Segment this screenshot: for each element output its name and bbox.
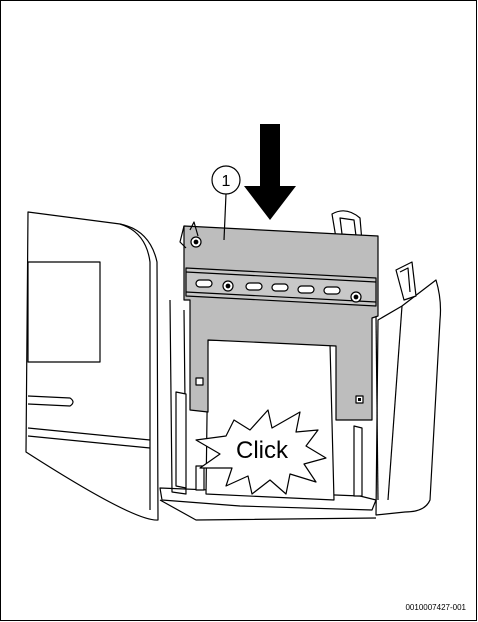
plate-hole-left — [195, 377, 204, 386]
housing-seam-lower — [27, 435, 151, 449]
display-window — [27, 261, 101, 363]
click-label: Click — [236, 437, 289, 464]
control-housing — [25, 211, 159, 521]
right-bracket-inner — [399, 267, 411, 293]
appliance-edge — [387, 305, 403, 501]
down-arrow-icon — [244, 124, 296, 220]
housing-seam — [27, 427, 151, 441]
right-bracket — [395, 261, 417, 301]
bay-right-wall — [375, 315, 379, 501]
rail-slots — [195, 279, 341, 295]
bay-post-left — [175, 391, 187, 489]
callout-circle — [211, 165, 241, 195]
reference-code: 0010007427-001 — [405, 603, 466, 612]
housing-slot — [27, 395, 74, 407]
plate-hinge — [179, 225, 187, 249]
callout-number: 1 — [222, 173, 231, 190]
bay-post-right — [353, 425, 363, 497]
din-rail-top — [185, 271, 377, 283]
bay-tab — [195, 465, 205, 491]
plate-hinge-tab — [189, 221, 199, 237]
bay-base-lip — [159, 499, 377, 521]
appliance-body — [375, 279, 442, 516]
callout-leader — [223, 193, 227, 241]
screw-icon — [350, 291, 362, 303]
housing-bevel — [119, 223, 151, 510]
starburst-icon — [195, 409, 327, 495]
din-rail-bottom — [185, 291, 377, 303]
screw-icon — [190, 236, 202, 248]
screw-icon — [222, 280, 234, 292]
